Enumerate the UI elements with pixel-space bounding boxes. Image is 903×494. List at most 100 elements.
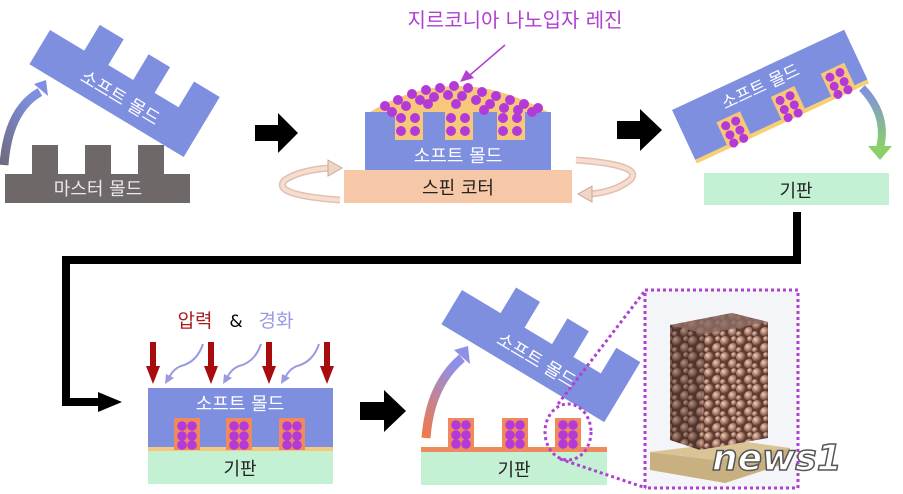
particle — [512, 126, 522, 136]
particle — [396, 113, 406, 123]
particle — [282, 440, 292, 450]
particle — [568, 430, 578, 440]
master-mold-label: 마스터 몰드 — [54, 179, 143, 200]
particle — [187, 440, 197, 450]
pressure-arrow-head — [146, 366, 160, 384]
particle — [443, 90, 453, 100]
pressure-arrow-shaft — [324, 342, 330, 368]
transfer-arrowhead — [868, 146, 892, 160]
step-arrow-2 — [617, 109, 662, 151]
particle — [446, 113, 456, 123]
particle — [505, 430, 515, 440]
particle — [729, 138, 739, 148]
particle — [527, 107, 537, 117]
particle — [498, 126, 508, 136]
particle — [558, 439, 568, 449]
curing-light-arrow — [168, 343, 204, 379]
particle — [775, 95, 785, 105]
step3-substrate — [704, 173, 889, 205]
particle — [479, 105, 489, 115]
step5-substrate-label: 기판 — [497, 460, 530, 481]
flow-connector — [62, 212, 801, 406]
particle — [435, 83, 445, 93]
particle — [825, 72, 835, 82]
particle — [292, 421, 302, 431]
particle — [239, 440, 249, 450]
particle — [491, 91, 501, 101]
step-arrow-3 — [360, 390, 406, 432]
particle — [229, 440, 239, 450]
curing-light-arrowhead — [165, 374, 174, 384]
transfer-arrow — [859, 85, 886, 149]
particle — [423, 99, 433, 109]
rotation-arrow-right — [575, 156, 637, 203]
residual-layer — [421, 447, 607, 452]
particle — [735, 125, 745, 135]
particle — [461, 439, 471, 449]
particle — [292, 440, 302, 450]
spin-coater — [344, 170, 572, 203]
pressure-arrow-head — [320, 366, 334, 384]
zoom-circle — [543, 402, 593, 462]
step4-substrate-label: 기판 — [223, 459, 256, 480]
particle — [387, 107, 397, 117]
particle — [725, 130, 735, 140]
particle — [833, 89, 843, 99]
particle — [513, 105, 523, 115]
curing-light-arrowhead — [281, 374, 290, 384]
particle — [779, 104, 789, 114]
pressure-arrow-head — [262, 366, 276, 384]
particle — [239, 421, 249, 431]
particle — [463, 83, 473, 93]
particle — [415, 95, 425, 105]
resin-pointer-line — [469, 44, 506, 76]
resin-label: 지르코니아 나노입자 레진 — [407, 8, 622, 32]
particle — [515, 430, 525, 440]
step1-soft-mold: 소프트 몰드 — [29, 24, 220, 157]
particle — [451, 99, 461, 109]
pressure-arrows — [146, 342, 334, 384]
nanocomposite-render — [650, 313, 790, 483]
spin-soft-mold-label: 소프트 몰드 — [414, 146, 503, 167]
curing-light-arrowhead — [223, 374, 232, 384]
step4-substrate — [148, 451, 333, 484]
particle — [739, 133, 749, 143]
particle — [396, 126, 406, 136]
lift-arrowhead-2 — [454, 346, 470, 364]
particle — [505, 439, 515, 449]
particle — [282, 431, 292, 441]
particle — [558, 420, 568, 430]
lift-arrowhead-1 — [34, 80, 48, 96]
lift-arrow-1 — [0, 88, 43, 166]
pressure-label: 압력 — [178, 310, 213, 332]
particle — [499, 103, 509, 113]
particle — [177, 421, 187, 431]
lift-arrow-2 — [421, 354, 465, 439]
curing-light-arrow — [284, 343, 320, 379]
particle — [460, 113, 470, 123]
particle — [829, 81, 839, 91]
particle — [177, 440, 187, 450]
spin-coater-label: 스핀 코터 — [422, 178, 494, 199]
particle — [187, 421, 197, 431]
resin-particles — [380, 81, 543, 136]
particle — [512, 113, 522, 123]
step3-substrate-label: 기판 — [779, 181, 812, 202]
particle — [785, 91, 795, 101]
particle — [460, 126, 470, 136]
particle — [451, 430, 461, 440]
particle — [229, 431, 239, 441]
particle — [498, 113, 508, 123]
particle — [789, 100, 799, 110]
particle — [177, 431, 187, 441]
news1-watermark: news1 — [711, 437, 842, 480]
particle — [229, 421, 239, 431]
particle — [187, 431, 197, 441]
particle — [793, 108, 803, 118]
particle — [446, 126, 456, 136]
ampersand-label: & — [229, 312, 242, 332]
particle — [451, 439, 461, 449]
particle — [783, 113, 793, 123]
particle — [515, 420, 525, 430]
particle — [731, 116, 741, 126]
